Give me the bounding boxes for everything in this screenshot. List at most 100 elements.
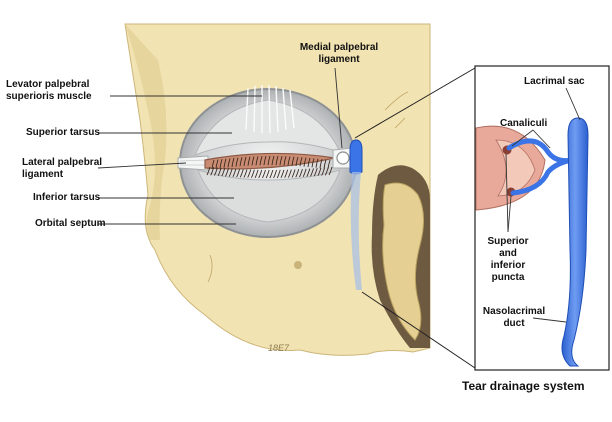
eyelash	[227, 158, 231, 168]
zoom-line-bottom	[361, 291, 476, 369]
eyelash	[279, 156, 283, 166]
temporal-shadow	[125, 24, 167, 240]
label-line: Nasolacrimal	[482, 306, 546, 317]
eyelash	[311, 158, 315, 168]
eyelash	[299, 157, 303, 167]
label-puncta: Superior and inferior puncta	[478, 236, 538, 284]
eyelash	[215, 159, 219, 169]
eyelash	[225, 168, 229, 177]
eyelash	[228, 168, 233, 177]
eyelash	[283, 156, 287, 166]
eyelash	[276, 169, 281, 179]
label-line: ligament	[22, 169, 64, 180]
eyelash	[323, 159, 327, 169]
label-nasolacrimal-duct: Nasolacrimal duct	[476, 306, 552, 330]
label-lateral-palpebral-ligament: Lateral palpebral ligament	[22, 157, 102, 181]
label-orbital-septum: Orbital septum	[35, 218, 106, 229]
eyelash	[250, 169, 255, 178]
foramen	[294, 261, 302, 269]
superior-tarsus	[194, 99, 341, 156]
eyelash	[206, 166, 211, 176]
eyelash	[307, 157, 311, 167]
eyelash	[315, 158, 319, 168]
eyelash	[295, 156, 299, 167]
eyelash	[262, 169, 266, 179]
label-line: superioris muscle	[6, 91, 92, 102]
nasal-turbinate	[382, 182, 424, 341]
eyelash	[217, 167, 222, 177]
eyelash	[291, 169, 296, 178]
label-superior-tarsus: Superior tarsus	[26, 127, 100, 138]
eyelash	[210, 167, 215, 176]
eyelash	[223, 158, 227, 168]
punctum-medial	[336, 151, 350, 165]
label-lacrimal-sac: Lacrimal sac	[524, 76, 585, 87]
eyelash	[287, 169, 292, 178]
label-line: puncta	[491, 272, 525, 283]
label-line: Levator palpebral	[6, 79, 90, 90]
eyelash	[263, 155, 267, 166]
lacrimal-sac-small	[349, 139, 363, 175]
eyelash	[243, 169, 248, 178]
label-line: Medial palpebral	[299, 42, 379, 53]
eyelash	[232, 168, 237, 178]
label-medial-palpebral-ligament: Medial palpebral ligament	[284, 42, 394, 66]
eyelash	[327, 159, 331, 170]
zoom-line-top	[354, 67, 476, 139]
eyelash	[258, 169, 263, 179]
eyelash	[213, 167, 218, 176]
eyelash	[273, 169, 277, 179]
label-line: ligament	[318, 54, 360, 65]
label-line: duct	[503, 318, 525, 329]
eyelash	[317, 167, 322, 177]
eyelash	[328, 166, 333, 176]
eyelash	[259, 156, 263, 166]
eyelash	[319, 159, 323, 169]
eyelash	[219, 159, 223, 169]
eyelash	[287, 156, 291, 166]
eyelash	[231, 157, 235, 167]
suture-line	[207, 91, 409, 283]
levator-muscle	[245, 84, 295, 134]
eyelash	[310, 168, 314, 177]
eyelash	[236, 168, 241, 178]
label-canaliculi: Canaliculi	[500, 118, 548, 129]
eyelash	[284, 169, 289, 178]
eyelashes	[206, 155, 333, 179]
nasolacrimal-duct-small	[350, 172, 362, 290]
eyelash	[255, 156, 259, 166]
eyelash	[251, 156, 255, 166]
canaliculi	[506, 138, 575, 196]
eyelash	[247, 156, 251, 166]
eyelash	[295, 169, 300, 178]
eyelash	[302, 168, 307, 178]
eyelash	[299, 168, 303, 178]
eyelash	[275, 155, 279, 166]
eyelash	[306, 168, 311, 177]
label-line: inferior	[490, 260, 526, 271]
eyelash	[267, 155, 271, 166]
eyelash	[239, 157, 243, 167]
inferior-tarsus	[197, 169, 341, 223]
eyelash	[265, 169, 270, 179]
eyelash	[211, 159, 215, 170]
label-line: Superior	[487, 236, 529, 247]
eyelash	[243, 156, 247, 167]
label-line: Lateral palpebral	[22, 157, 103, 168]
eyelash	[247, 169, 252, 178]
eyelash	[303, 157, 307, 167]
eyelash	[280, 169, 285, 179]
eyelash	[239, 169, 244, 178]
eyelash	[269, 169, 274, 179]
eyelash	[235, 157, 239, 167]
figure-caption: Tear drainage system	[462, 379, 585, 393]
lacrimal-sac	[561, 117, 589, 367]
figure-code: 18E7	[268, 343, 290, 353]
lateral-palpebral-ligament	[177, 155, 209, 171]
label-inferior-tarsus: Inferior tarsus	[33, 192, 101, 203]
ligament-fibers	[179, 159, 207, 166]
eyelash	[271, 155, 275, 166]
eyelash	[254, 169, 259, 179]
